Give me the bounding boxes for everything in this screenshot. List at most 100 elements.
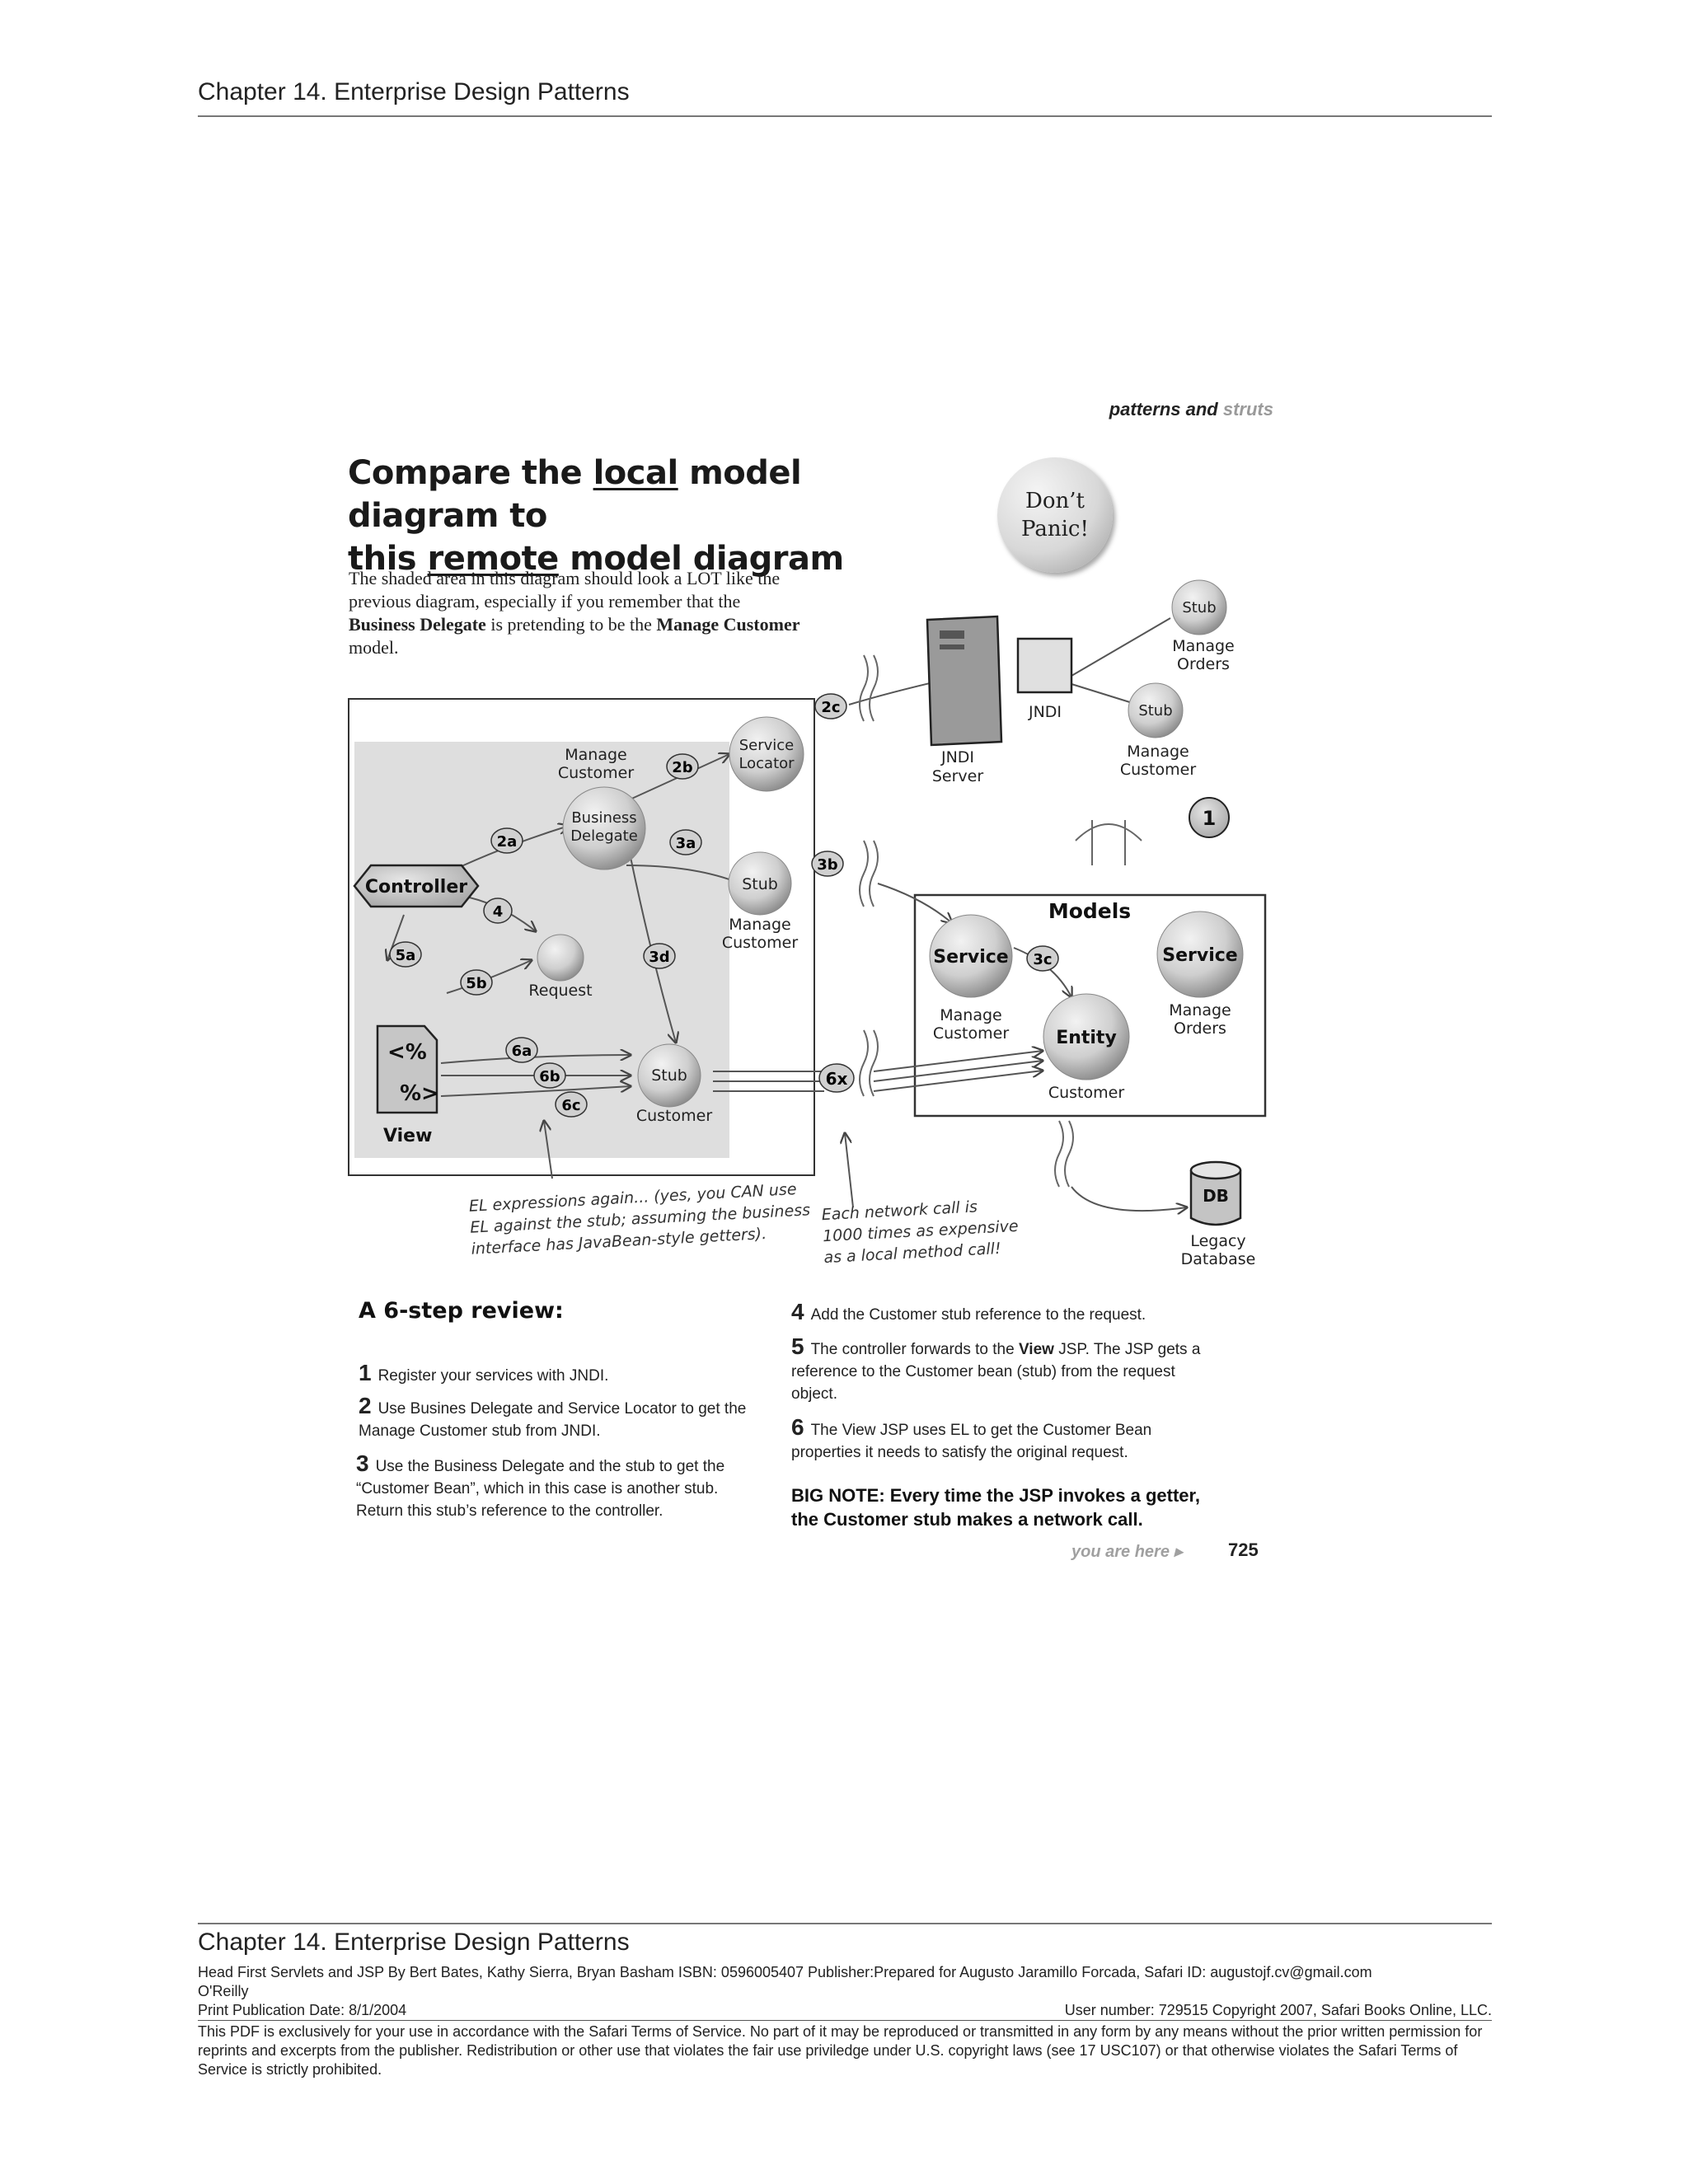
manage-customer-label: Customer — [1120, 761, 1196, 779]
step-label-text: 6b — [539, 1068, 560, 1085]
arrow-right-icon: ▸ — [1174, 1543, 1183, 1561]
step-label-2a: 2a — [490, 827, 523, 854]
page-title: Compare the local model diagram to this … — [348, 452, 941, 580]
step-label-6x: 6x — [818, 1063, 855, 1093]
legacy-database-label: Legacy — [1190, 1232, 1245, 1250]
step-label-text: 3a — [676, 835, 696, 852]
step-text: Use the Business Delegate and the stub t… — [356, 1458, 725, 1520]
footer-publisher: O'Reilly — [198, 1983, 249, 1999]
network-cost-note: Each network call is 1000 times as expen… — [821, 1194, 1020, 1268]
step-label-text: 2a — [497, 833, 518, 851]
title-remote: remote — [427, 540, 560, 578]
footer-book-line: Head First Servlets and JSP By Bert Bate… — [198, 1964, 1372, 1980]
footer-date-row: Print Publication Date: 8/1/2004 User nu… — [198, 2001, 1492, 2020]
page-kicker: patterns and struts — [989, 399, 1273, 420]
review-step-1: 1 Register your services with JNDI. — [359, 1361, 754, 1387]
service-label: Service — [1162, 945, 1237, 966]
you-are-here: you are here ▸ — [1071, 1541, 1183, 1562]
step-label-text: 4 — [493, 903, 504, 921]
local-frame — [348, 698, 815, 1176]
view-label: View — [383, 1126, 432, 1146]
big-note: BIG NOTE: Every time the JSP invokes a g… — [791, 1485, 1200, 1530]
stub-label: Stub — [1182, 599, 1216, 616]
running-header: Chapter 14. Enterprise Design Patterns — [198, 78, 630, 105]
manage-customer-label: Manage — [1127, 743, 1189, 761]
step-text: Use Busines Delegate and Service Locator… — [359, 1400, 747, 1440]
customer-stub-ball — [637, 1043, 701, 1108]
intro-text: The shaded area in this diagram should l… — [349, 568, 781, 612]
footer-pub-date: Print Publication Date: 8/1/2004 — [198, 2002, 407, 2018]
step-text: The controller forwards to the — [810, 1341, 1019, 1358]
title-text: Compare the — [348, 454, 593, 492]
step-1-badge — [1189, 797, 1230, 838]
intro-text: model. — [349, 637, 399, 658]
step-label-6b: 6b — [533, 1062, 566, 1089]
models-box — [913, 893, 1267, 1118]
step-bold: View — [1018, 1341, 1054, 1358]
manage-orders-label: Orders — [1174, 1019, 1226, 1038]
step-number: 3 — [356, 1451, 369, 1476]
database-top — [1189, 1160, 1242, 1180]
manage-customer-label: Customer — [558, 764, 634, 782]
step-label-4: 4 — [483, 898, 513, 924]
step-text: Register your services with JNDI. — [377, 1367, 609, 1385]
step-label-5a: 5a — [389, 941, 422, 968]
kicker-part2: struts — [1222, 399, 1273, 419]
title-local: local — [593, 454, 679, 492]
step-label-6c: 6c — [555, 1091, 588, 1118]
footer-rule — [198, 1923, 1492, 1924]
step-label-text: 2c — [821, 699, 840, 716]
you-are-here-text: you are here — [1071, 1543, 1170, 1561]
step-text: JSP. The JSP gets a reference to the Cus… — [791, 1341, 1201, 1403]
manage-customer-label: Customer — [933, 1024, 1009, 1043]
service-locator-label: Locator — [738, 755, 795, 772]
business-delegate-label: Business — [571, 809, 636, 827]
step-label-text: 2b — [672, 759, 693, 776]
step-label-text: 5b — [466, 975, 487, 992]
intro-bold: Business Delegate — [349, 614, 486, 635]
step-label-text: 3d — [649, 949, 669, 966]
view-code: <% — [387, 1040, 427, 1065]
orders-stub-ball — [1171, 579, 1227, 635]
jndi-server-label: JNDI — [940, 748, 974, 766]
step-1-label: 1 — [1203, 807, 1217, 830]
stub-ball — [728, 851, 792, 916]
step-label-3d: 3d — [643, 943, 676, 969]
network-lines — [713, 617, 1171, 1092]
db-label: DB — [1203, 1186, 1229, 1206]
step-label-text: 6c — [561, 1097, 580, 1114]
business-delegate-ball — [562, 786, 646, 870]
customer-stub-ball — [1128, 682, 1184, 738]
jndi-server-label: Server — [932, 767, 983, 785]
step-label-text: 6x — [826, 1069, 848, 1089]
step-label-3a: 3a — [669, 829, 702, 855]
review-step-5: 5 The controller forwards to the View JSP… — [791, 1335, 1220, 1405]
database-icon — [1189, 1170, 1242, 1226]
view-code: %> — [400, 1081, 439, 1106]
service-locator-label: Service — [739, 737, 795, 754]
step-number: 1 — [359, 1360, 372, 1385]
view-page-icon — [376, 1024, 438, 1114]
step-number: 5 — [791, 1333, 804, 1359]
stub-label: Stub — [742, 875, 778, 893]
step-label-text: 3c — [1033, 951, 1052, 968]
footer-user-number: User number: 729515 Copyright 2007, Safa… — [1064, 2002, 1492, 2018]
intro-paragraph: The shaded area in this diagram should l… — [349, 567, 810, 659]
step-label-text: 5a — [396, 947, 416, 964]
step-label-3c: 3c — [1026, 945, 1059, 972]
entity-ball — [1043, 993, 1130, 1080]
controller-shape — [353, 864, 480, 908]
kicker-part1: patterns and — [1109, 399, 1218, 419]
controller-label: Controller — [365, 877, 467, 898]
manage-customer-label: Manage — [940, 1006, 1001, 1024]
step-label-5b: 5b — [460, 969, 493, 996]
step-label-text: 3b — [817, 856, 838, 874]
server-slot — [940, 644, 964, 649]
step-number: 6 — [791, 1414, 804, 1440]
stub-label: Stub — [1138, 702, 1172, 719]
dont-panic-badge: Don’t Panic! — [997, 457, 1113, 573]
request-ball — [537, 934, 584, 982]
